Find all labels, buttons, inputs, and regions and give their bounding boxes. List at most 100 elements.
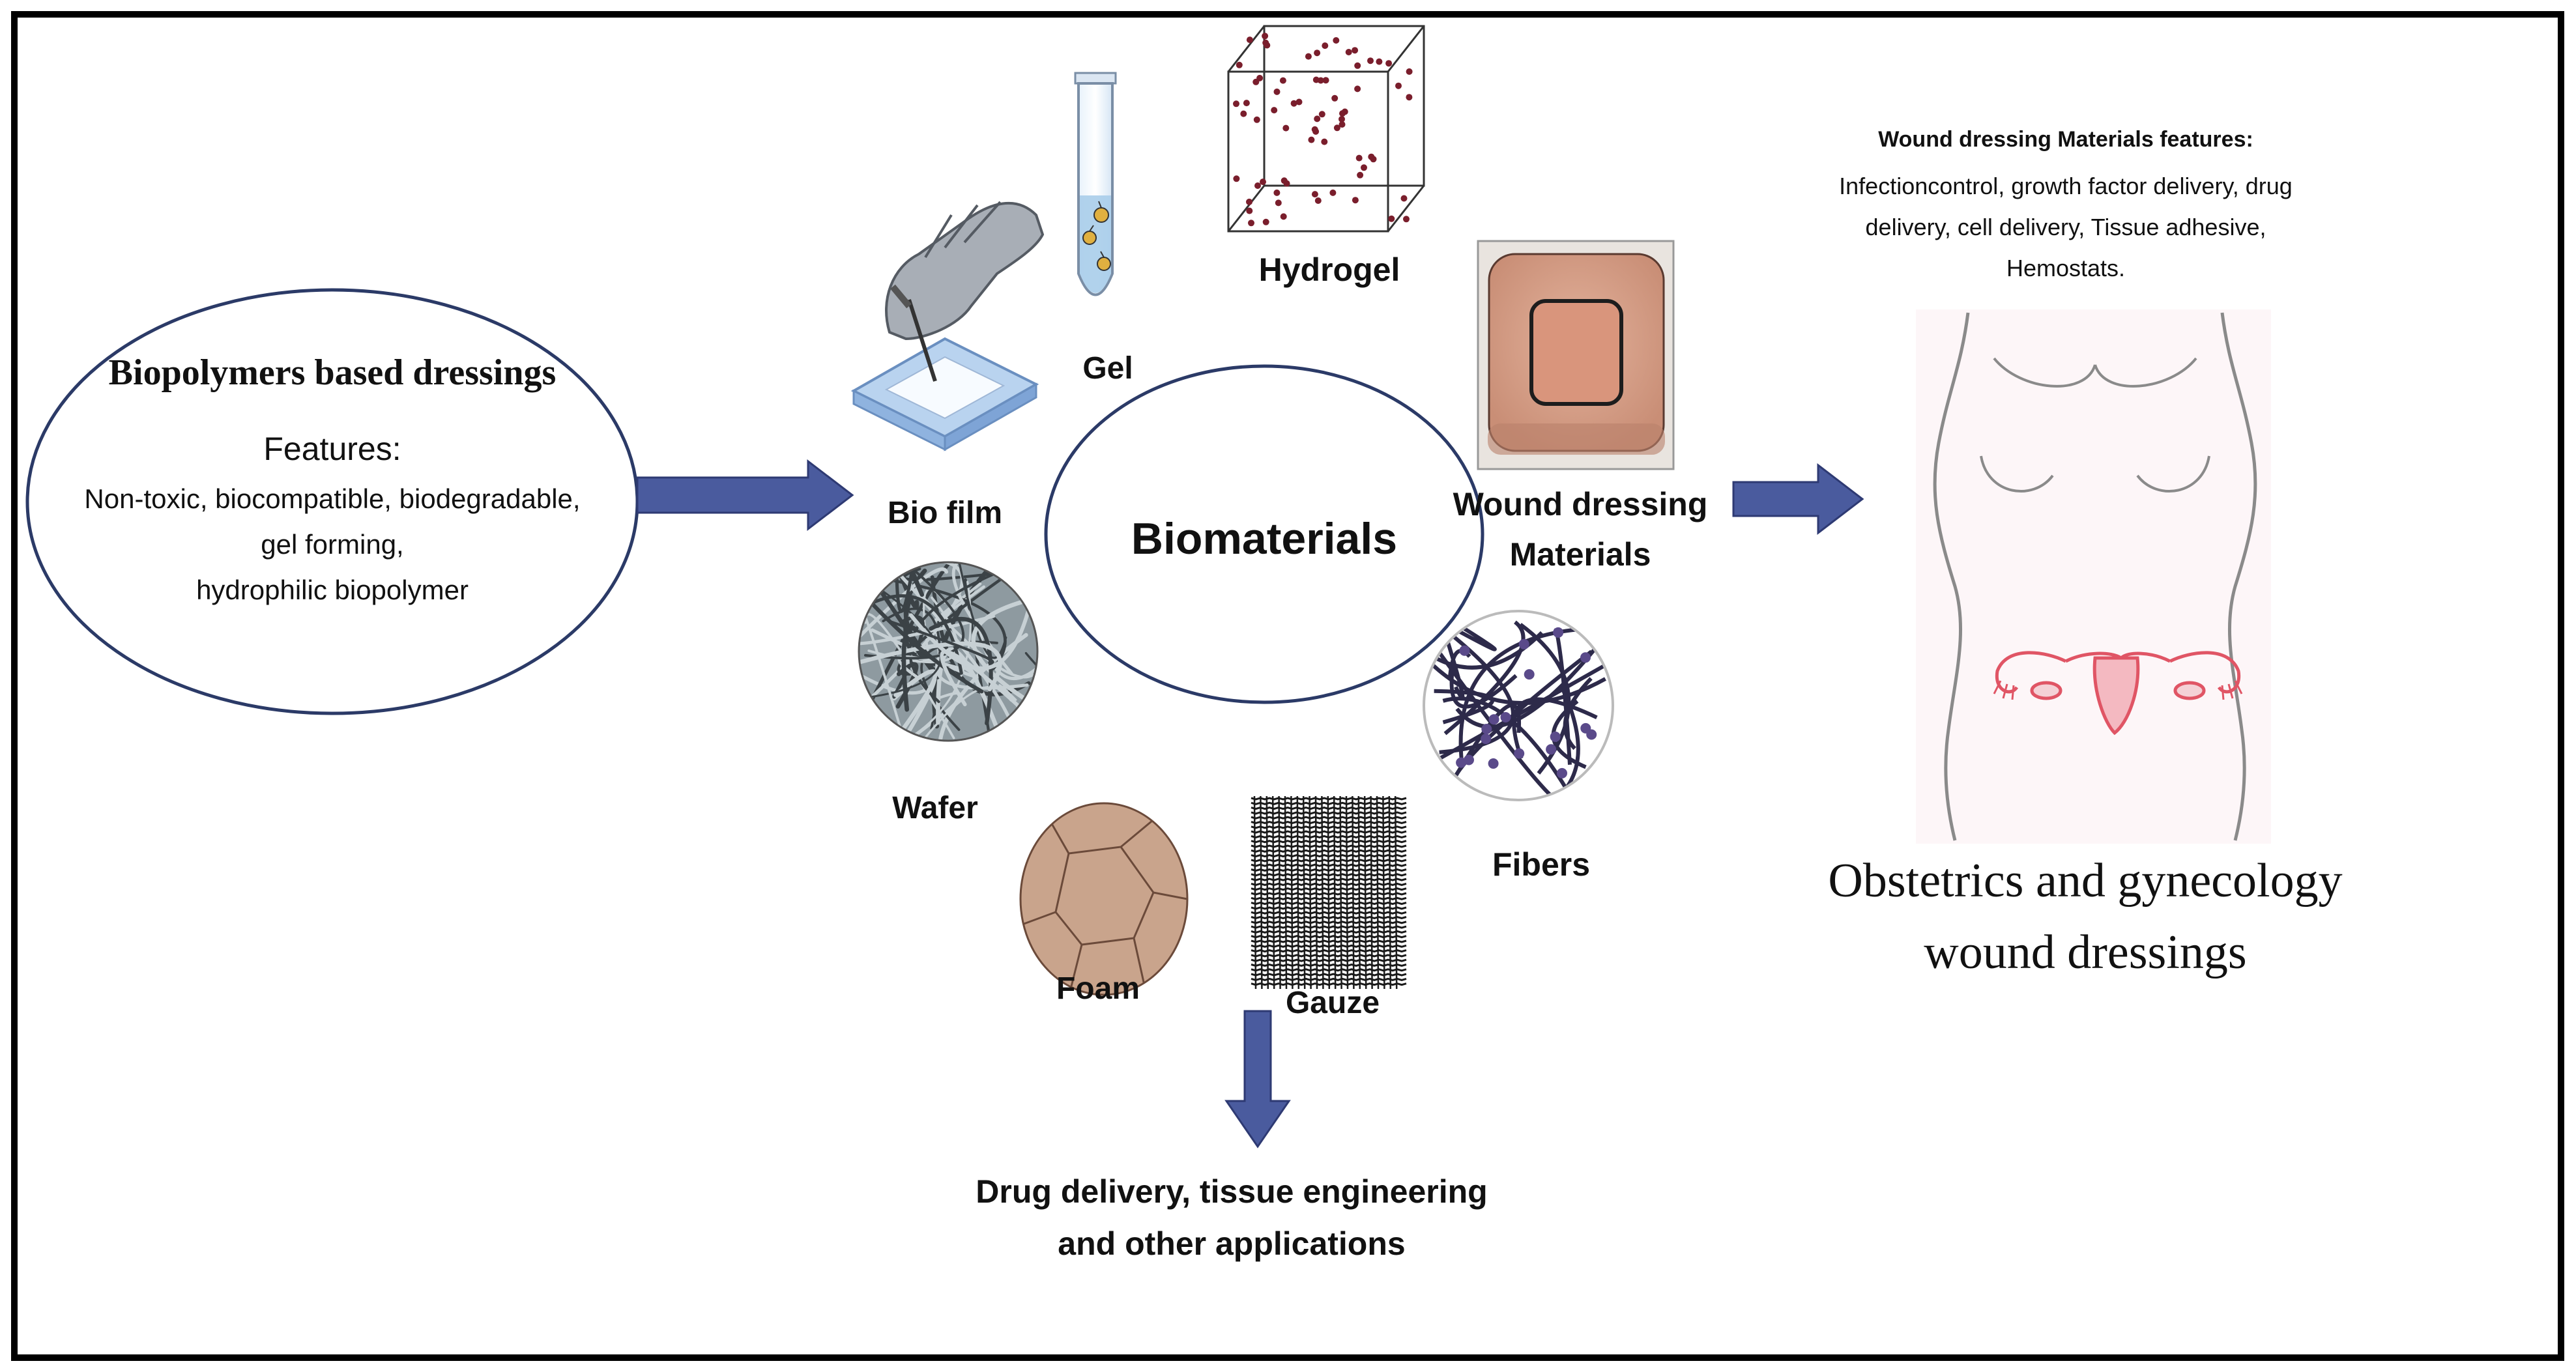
hydrogel-particle bbox=[1273, 88, 1281, 95]
crosslink-node bbox=[1500, 712, 1511, 722]
label-wound-dressing-2: Materials bbox=[1509, 536, 1651, 573]
wafer-fiber bbox=[998, 683, 1017, 702]
hydrogel-particle bbox=[1275, 199, 1282, 207]
gauze-thread bbox=[1352, 795, 1355, 990]
gauze-thread bbox=[1278, 795, 1281, 990]
crosslink-node bbox=[1488, 758, 1499, 769]
features-line-2: gel forming, bbox=[261, 529, 404, 560]
features-line-1: Non-toxic, biocompatible, biodegradable, bbox=[84, 483, 581, 514]
wafer-fiber bbox=[938, 633, 1028, 741]
hydrogel-particle bbox=[1345, 49, 1352, 55]
hydrogel-particle bbox=[1341, 108, 1348, 115]
hydrogel-particle bbox=[1273, 189, 1281, 196]
crosslink-node bbox=[1557, 767, 1567, 779]
arrow-down-to-applications bbox=[1224, 1010, 1291, 1149]
biomaterials-ellipse bbox=[1044, 364, 1484, 704]
hydrogel-particle bbox=[1329, 189, 1337, 196]
hydrogel-particle bbox=[1281, 177, 1288, 184]
crosslink-node bbox=[1481, 724, 1492, 734]
hydrogel-particle bbox=[1406, 94, 1413, 101]
crosslink-node bbox=[1464, 754, 1474, 765]
hydrogel-particle bbox=[1357, 171, 1364, 179]
crosslink-node bbox=[1580, 652, 1591, 663]
hydrogel-particle bbox=[1314, 115, 1321, 122]
gauze-thread bbox=[1394, 795, 1398, 990]
hydrogel-particle bbox=[1246, 207, 1253, 214]
wafer-fiber bbox=[971, 596, 1037, 712]
hydrogel-cube-icon bbox=[1227, 25, 1425, 233]
hydrogel-particle bbox=[1314, 197, 1322, 204]
wafer-fiber bbox=[864, 562, 964, 660]
gauze-thread bbox=[1339, 795, 1342, 990]
wafer-fiber bbox=[957, 562, 1007, 659]
label-fibers: Fibers bbox=[1492, 846, 1591, 883]
wafer-fiber bbox=[869, 594, 963, 675]
gauze-thread bbox=[1260, 795, 1263, 990]
crosslink-node bbox=[1518, 638, 1529, 650]
hydrogel-particle bbox=[1279, 77, 1286, 84]
crosslink-node bbox=[1586, 729, 1597, 740]
hydrogel-particle bbox=[1253, 116, 1260, 123]
hydrogel-particle bbox=[1355, 154, 1363, 162]
crosslink-node bbox=[1481, 734, 1492, 745]
wafer-fiber bbox=[888, 620, 994, 665]
wafer-fiber bbox=[929, 616, 993, 726]
label-hydrogel: Hydrogel bbox=[1258, 251, 1400, 288]
hydrogel-particle bbox=[1368, 153, 1375, 160]
hydrogel-particle bbox=[1240, 110, 1247, 117]
hydrogel-particle bbox=[1339, 115, 1345, 122]
hydrogel-particle bbox=[1333, 124, 1340, 132]
features-line-3: hydrophilic biopolymer bbox=[196, 575, 469, 605]
hydrogel-particle bbox=[1311, 126, 1318, 133]
hydrogel-particle bbox=[1322, 42, 1329, 50]
biomaterials-label: Biomaterials bbox=[1131, 514, 1398, 564]
gauze-thread bbox=[1290, 795, 1294, 990]
hydrogel-particle bbox=[1388, 215, 1395, 222]
hydrogel-particle bbox=[1317, 77, 1324, 84]
gauze-thread bbox=[1327, 795, 1331, 990]
caption-line-2: wound dressings bbox=[1924, 926, 2247, 979]
hydrogel-particle bbox=[1367, 57, 1374, 64]
crosslinked-fibers-icon bbox=[1423, 610, 1614, 801]
right-features-line-3: Hemostats. bbox=[2006, 255, 2126, 281]
label-foam: Foam bbox=[1056, 971, 1140, 1006]
label-wound-dressing-1: Wound dressing bbox=[1453, 486, 1708, 522]
gauze-thread bbox=[1302, 795, 1306, 990]
gauze-thread bbox=[1309, 795, 1312, 990]
test-tube-gel-icon bbox=[1074, 72, 1117, 296]
hydrogel-particle bbox=[1321, 138, 1328, 145]
hydrogel-particle bbox=[1403, 216, 1410, 223]
wafer-fiber bbox=[893, 669, 938, 741]
hydrogel-particle bbox=[1271, 107, 1278, 114]
gauze-thread bbox=[1388, 795, 1392, 990]
hydrogel-particle bbox=[1385, 60, 1393, 67]
arrow-center-to-right bbox=[1732, 463, 1864, 536]
gauze-thread bbox=[1333, 795, 1337, 990]
hydrogel-particle bbox=[1352, 197, 1359, 204]
hydrogel-particle bbox=[1295, 98, 1303, 106]
gauze-thread bbox=[1284, 795, 1288, 990]
crosslink-node bbox=[1524, 669, 1535, 680]
hydrogel-particle bbox=[1322, 77, 1329, 84]
hydrogel-particle bbox=[1290, 100, 1297, 107]
hydrogel-particle bbox=[1254, 182, 1261, 189]
hydrogel-particle bbox=[1233, 100, 1239, 107]
right-features-line-1: Infectioncontrol, growth factor delivery… bbox=[1839, 173, 2293, 199]
wafer-fiber bbox=[895, 563, 915, 613]
adhesive-dressing-pad-icon bbox=[1477, 240, 1675, 470]
hydrogel-particle bbox=[1308, 136, 1315, 143]
wafer-fiber bbox=[911, 571, 925, 597]
hydrogel-particle bbox=[1395, 82, 1402, 89]
crosslink-node bbox=[1514, 748, 1525, 759]
hydrogel-particle bbox=[1305, 53, 1312, 60]
label-wafer: Wafer bbox=[892, 791, 978, 825]
crosslink-node bbox=[1459, 645, 1470, 656]
hydrogel-particle bbox=[1406, 68, 1413, 75]
gauze-thread bbox=[1253, 795, 1257, 990]
hydrogel-particle bbox=[1282, 124, 1290, 132]
polymer-fiber bbox=[1451, 621, 1497, 651]
features-heading: Features: bbox=[263, 431, 401, 467]
hydrogel-particle bbox=[1361, 164, 1367, 171]
gauze-thread bbox=[1345, 795, 1349, 990]
